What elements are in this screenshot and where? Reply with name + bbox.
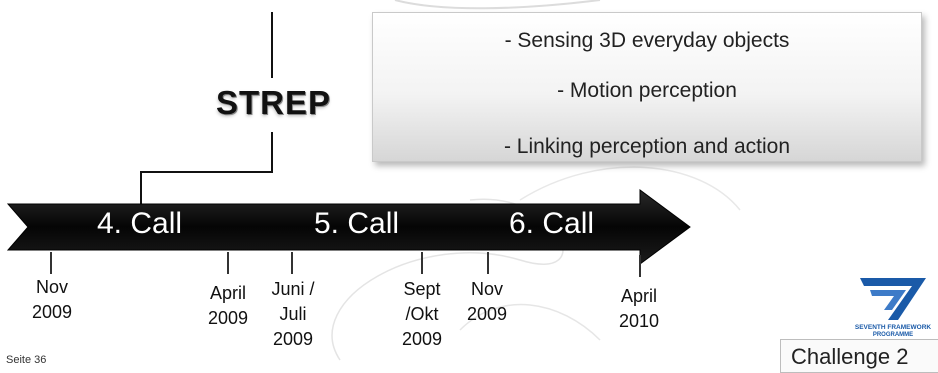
- challenge-label: Challenge 2: [780, 339, 938, 373]
- page-number: Seite 36: [6, 354, 47, 366]
- tick-sept-okt-2009: [421, 252, 423, 274]
- tick-juni-juli-2009: [291, 252, 293, 274]
- strep-label: STREP: [216, 84, 332, 121]
- topic-sensing: - Sensing 3D everyday objects: [504, 29, 790, 52]
- strep-connector-horizontal: [140, 171, 273, 173]
- tick-nov-2009-right: [487, 252, 489, 274]
- strep-connector-down: [140, 171, 142, 206]
- research-topics-box: - Sensing 3D everyday objects - Motion p…: [372, 12, 922, 162]
- strep-connector-top: [271, 12, 273, 78]
- tick-april-2009: [227, 252, 229, 274]
- topic-motion: - Motion perception: [557, 79, 737, 102]
- call-6-label: 6. Call: [509, 207, 595, 240]
- tick-nov-2009-left: [50, 252, 52, 274]
- fp7-logo-line1: SEVENTH FRAMEWORK: [855, 324, 932, 331]
- call-5-label: 5. Call: [314, 207, 400, 240]
- call-4-label: 4. Call: [97, 207, 183, 240]
- tick-april-2010: [639, 255, 641, 277]
- fp7-logo: SEVENTH FRAMEWORK PROGRAMME: [855, 278, 932, 338]
- strep-connector-mid: [271, 132, 273, 172]
- topic-linking: - Linking perception and action: [503, 135, 791, 158]
- fp7-logo-line2: PROGRAMME: [873, 332, 913, 338]
